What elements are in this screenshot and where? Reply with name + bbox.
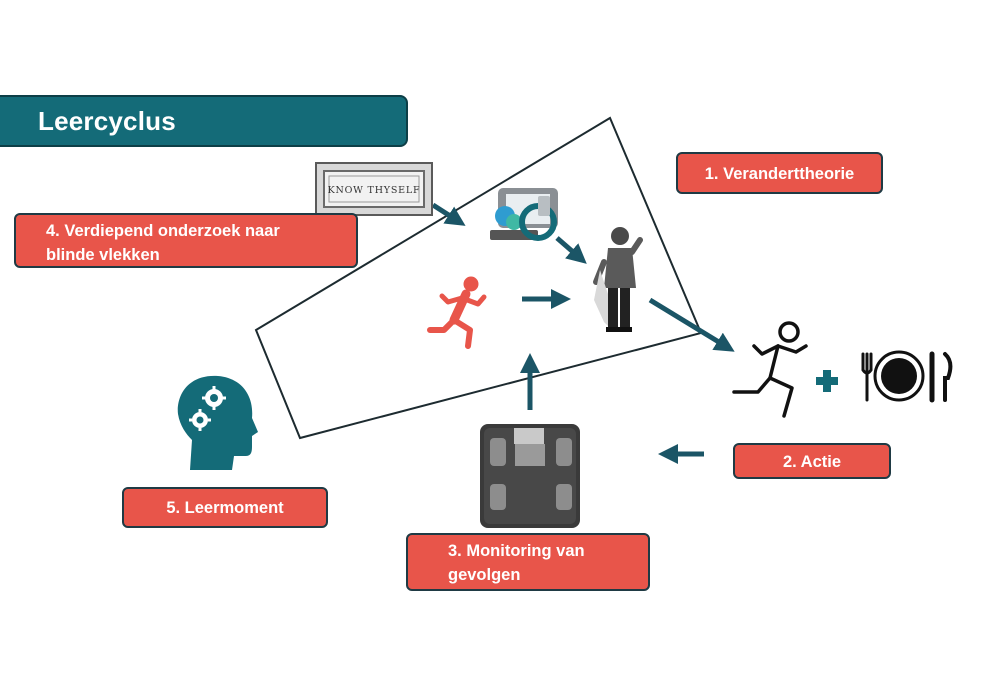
laptop-icon xyxy=(490,188,558,241)
label-step-4: 4. Verdiepend onderzoek naar blinde vlek… xyxy=(14,213,358,268)
step-5-text: 5. Leermoment xyxy=(166,499,284,517)
page-title: Leercyclus xyxy=(38,106,176,136)
scale-icon xyxy=(480,424,580,528)
standing-person-icon xyxy=(593,227,643,332)
step-3-line-1: 3. Monitoring van xyxy=(448,542,585,560)
arrow-laptop-to-person xyxy=(555,236,587,264)
head-gears-icon xyxy=(177,375,258,470)
label-step-5: 5. Leermoment xyxy=(122,487,328,528)
red-runner-icon xyxy=(427,276,487,349)
title-bar: Leercyclus xyxy=(0,95,408,147)
label-step-3: 3. Monitoring van gevolgen xyxy=(406,533,650,591)
step-1-text: 1. Veranderttheorie xyxy=(704,165,855,183)
step-4-line-1: 4. Verdiepend onderzoek naar xyxy=(46,222,280,240)
know-thyself-text: KNOW THYSELF xyxy=(328,185,421,196)
plus-icon xyxy=(816,370,838,392)
step-4-line-2: blinde vlekken xyxy=(46,246,160,264)
running-person-icon xyxy=(732,321,808,418)
step-3-line-2: gevolgen xyxy=(448,566,521,584)
plate-cutlery-icon xyxy=(861,350,953,403)
label-step-1: 1. Veranderttheorie xyxy=(676,152,883,194)
step-2-text: 2. Actie xyxy=(782,453,842,471)
know-thyself-plaque: KNOW THYSELF xyxy=(315,162,433,216)
arrow-sign-to-laptop xyxy=(431,202,466,226)
label-step-2: 2. Actie xyxy=(733,443,891,479)
arrow-person-to-action xyxy=(648,297,735,352)
